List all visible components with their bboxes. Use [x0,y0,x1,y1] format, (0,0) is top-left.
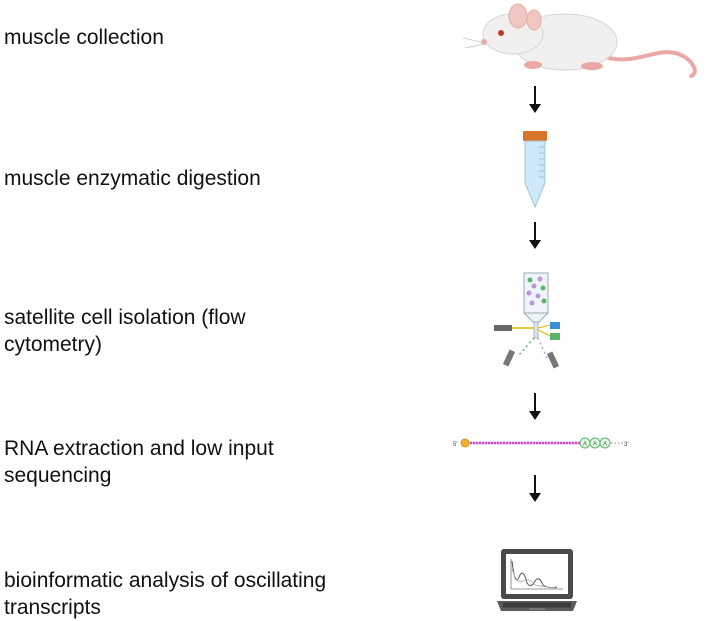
flow-arrow [529,475,541,502]
mrna-strand-icon: 5' A A A 3' [453,437,628,449]
poly-a-base: A [583,442,587,448]
poly-a-base: A [603,442,607,448]
flow-arrow [529,393,541,420]
laptop-chart-icon [497,549,577,611]
poly-a-base: A [593,442,597,448]
step-label-rna-sequencing: RNA extraction and low input sequencing [4,437,274,487]
step-label-bioinformatic-analysis: bioinformatic analysis of oscillating tr… [4,569,327,619]
flow-arrow [529,222,541,249]
flow-cytometer-icon [494,272,560,369]
five-prime-label: 5' [453,442,457,448]
three-prime-label: 3' [624,442,628,448]
mouse-icon [462,3,697,78]
flow-arrow [529,86,541,113]
conical-tube-icon [523,131,547,209]
step-label-enzymatic-digestion: muscle enzymatic digestion [4,167,261,190]
step-label-muscle-collection: muscle collection [4,26,164,49]
step-label-satellite-cell-isolation: satellite cell isolation (flow cytometry… [4,306,246,356]
